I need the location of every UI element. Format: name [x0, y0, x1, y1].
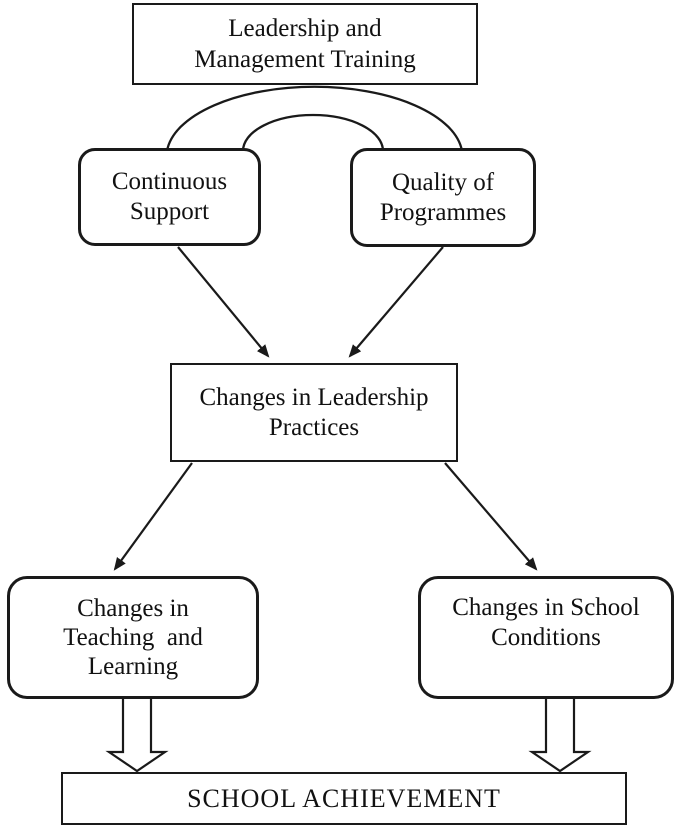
arrow-support-to-practices [177, 246, 270, 358]
node-label: Changes in School Conditions [452, 594, 640, 651]
arc-training-to-support-quality-outer [165, 85, 464, 152]
node-label: Leadership and Management Training [194, 15, 416, 73]
node-changes-in-leadership-practices: Changes in Leadership Practices [170, 363, 458, 462]
node-changes-in-teaching-and-learning: Changes in Teaching and Learning [7, 576, 259, 699]
node-continuous-support: Continuous Support [78, 148, 261, 246]
node-label: Quality of Programmes [379, 168, 507, 226]
node-label: Changes in Leadership Practices [199, 383, 429, 441]
node-label: SCHOOL ACHIEVEMENT [187, 783, 501, 813]
arc-training-to-support-quality-inner [241, 113, 385, 152]
node-quality-of-programmes: Quality of Programmes [350, 148, 536, 247]
node-leadership-management-training: Leadership and Management Training [132, 3, 478, 85]
node-school-achievement: SCHOOL ACHIEVEMENT [61, 772, 627, 825]
arrow-practices-to-teaching [113, 462, 193, 571]
arrow-practices-to-conditions [444, 462, 538, 571]
arrow-quality-to-practices [348, 246, 444, 358]
node-label: Continuous Support [111, 168, 228, 225]
node-changes-in-school-conditions: Changes in School Conditions [418, 576, 674, 699]
node-label: Changes in Teaching and Learning [63, 595, 203, 680]
block-arrow-teaching-to-achievement [105, 695, 169, 773]
block-arrow-conditions-to-achievement [528, 695, 592, 773]
